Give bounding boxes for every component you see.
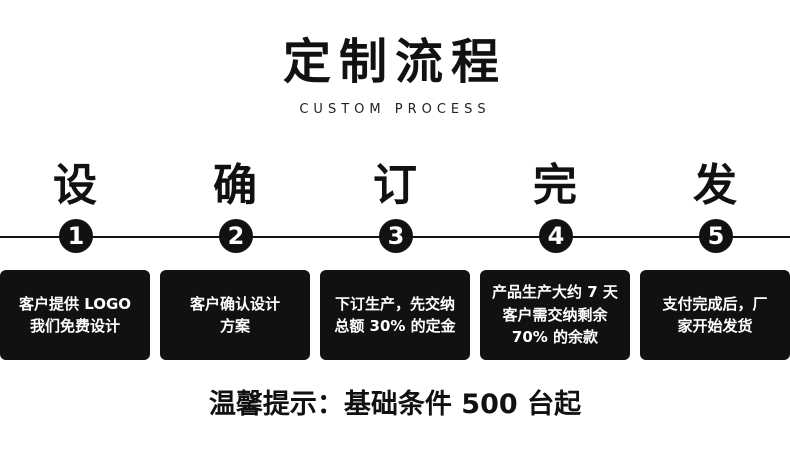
process-steps: 设 1 客户提供 LOGO 我们免费设计 确 2 客户确认设计 方案 订 3 下… (0, 160, 790, 360)
process-step-3: 订 3 下订生产，先交纳 总额 30% 的定金 (320, 160, 470, 360)
page-title: 定制流程 (282, 34, 507, 90)
step-description: 支付完成后，厂 家开始发货 (640, 270, 790, 360)
tip-note: 温馨提示：基础条件 500 台起 (208, 389, 582, 420)
page-subtitle: CUSTOM PROCESS (299, 102, 491, 117)
step-number-badge: 1 (59, 219, 93, 253)
step-heading: 设 (53, 160, 97, 211)
step-heading: 完 (533, 160, 577, 211)
process-step-1: 设 1 客户提供 LOGO 我们免费设计 (0, 160, 150, 360)
step-number-badge: 3 (379, 219, 413, 253)
step-number-badge: 5 (699, 219, 733, 253)
step-heading: 发 (693, 160, 737, 211)
step-heading: 订 (373, 160, 417, 211)
step-number-badge: 2 (219, 219, 253, 253)
process-step-5: 发 5 支付完成后，厂 家开始发货 (640, 160, 790, 360)
process-step-4: 完 4 产品生产大约 7 天 客户需交纳剩余 70% 的余款 (480, 160, 630, 360)
step-description: 客户提供 LOGO 我们免费设计 (0, 270, 150, 360)
step-description: 下订生产，先交纳 总额 30% 的定金 (320, 270, 470, 360)
process-step-2: 确 2 客户确认设计 方案 (160, 160, 310, 360)
step-number-badge: 4 (539, 219, 573, 253)
step-heading: 确 (213, 160, 257, 211)
step-description: 客户确认设计 方案 (160, 270, 310, 360)
step-description: 产品生产大约 7 天 客户需交纳剩余 70% 的余款 (480, 270, 630, 360)
